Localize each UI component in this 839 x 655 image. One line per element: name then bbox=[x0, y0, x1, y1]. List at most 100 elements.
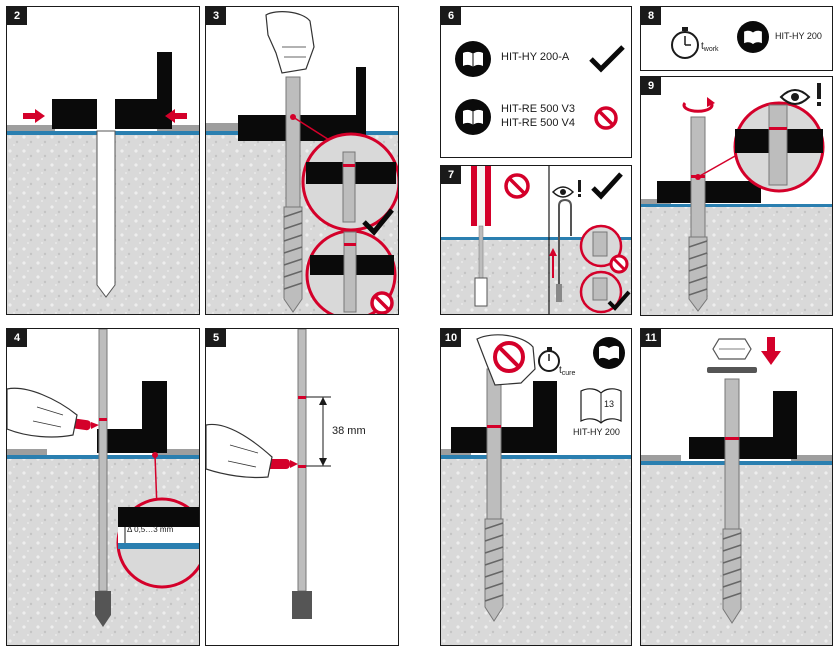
step-number: 4 bbox=[7, 329, 27, 347]
gap-detail-circle bbox=[116, 497, 199, 589]
step-number: 6 bbox=[441, 7, 461, 25]
detail-circle-no bbox=[579, 224, 623, 268]
plate-hole bbox=[97, 99, 115, 129]
hand-icon bbox=[206, 423, 273, 479]
check-icon bbox=[607, 290, 631, 311]
arrow-up bbox=[549, 248, 557, 278]
step-4-illustration bbox=[7, 329, 199, 645]
setting-tool-head bbox=[292, 591, 312, 619]
wedge-left bbox=[641, 455, 681, 461]
wedge-right bbox=[157, 449, 199, 455]
wedge-left bbox=[7, 125, 55, 131]
wedge-right bbox=[791, 455, 832, 461]
manual-icon bbox=[593, 337, 625, 369]
check-icon bbox=[589, 45, 625, 73]
concrete bbox=[441, 459, 631, 645]
prohibited-icon bbox=[594, 106, 618, 130]
hand-icon bbox=[7, 387, 78, 438]
step-5-panel: 5 38 mm bbox=[205, 328, 399, 646]
step-number: 3 bbox=[206, 7, 226, 25]
rotate-icon bbox=[682, 97, 715, 113]
step-number: 2 bbox=[7, 7, 27, 25]
manual-icon bbox=[455, 99, 491, 135]
depth-label: 38 mm bbox=[332, 425, 366, 437]
product-label: HIT-HY 200 bbox=[573, 427, 620, 437]
depth-mark bbox=[99, 418, 107, 421]
hand-icon bbox=[265, 11, 315, 74]
depth-mark bbox=[725, 437, 739, 440]
depth-mark-top bbox=[298, 396, 306, 399]
base-plate bbox=[689, 391, 797, 459]
step-11-panel: 11 bbox=[640, 328, 833, 646]
manual-icon bbox=[737, 21, 769, 53]
eye-warning-icon bbox=[779, 83, 821, 106]
stopwatch-icon bbox=[671, 27, 699, 59]
gap-label: Δ 0,5…3 mm bbox=[127, 525, 174, 534]
work-time-label: twork bbox=[701, 41, 719, 53]
step-9-panel: 9 bbox=[640, 76, 833, 316]
manual-icon bbox=[455, 41, 491, 77]
step-number: 5 bbox=[206, 329, 226, 347]
step-4-panel: 4 Δ 0,5…3 mm bbox=[6, 328, 200, 646]
arrow-right-icon bbox=[23, 109, 45, 123]
step-6-panel: 6 HIT-HY 200-A HIT-RE 500 V3 HIT-RE 500 … bbox=[440, 6, 632, 158]
screw-anchor bbox=[688, 116, 708, 312]
product-label: HIT-HY 200 bbox=[775, 31, 822, 41]
depth-mark-bottom bbox=[298, 465, 306, 468]
step-10-illustration bbox=[441, 334, 631, 645]
manual-page-number: 13 bbox=[604, 399, 615, 409]
prohibited-icon bbox=[493, 341, 525, 373]
washer bbox=[707, 367, 757, 373]
eye-warning-icon bbox=[551, 180, 581, 198]
step-2-illustration bbox=[7, 52, 199, 314]
product-no-label-2: HIT-RE 500 V4 bbox=[501, 117, 575, 129]
setting-tool-rod bbox=[98, 329, 108, 592]
cure-time-label: tcure bbox=[559, 365, 576, 377]
setting-tool-rod bbox=[297, 329, 307, 592]
arrow-left-icon bbox=[165, 109, 187, 123]
base-plate bbox=[97, 381, 167, 453]
prohibited-icon bbox=[370, 291, 394, 314]
step-number: 10 bbox=[441, 329, 461, 347]
base-plate bbox=[238, 67, 366, 141]
prohibited-icon bbox=[504, 173, 530, 199]
wedge-left bbox=[206, 123, 246, 131]
screw-anchor bbox=[484, 368, 504, 622]
step-number: 9 bbox=[641, 77, 661, 95]
step-7-panel: 7 bbox=[440, 165, 632, 315]
step-2-panel: 2 bbox=[6, 6, 200, 315]
check-icon bbox=[591, 172, 623, 200]
dimension-line bbox=[306, 396, 331, 467]
product-no-label-1: HIT-RE 500 V3 bbox=[501, 103, 575, 115]
setting-tool-tip bbox=[95, 591, 111, 627]
step-number: 8 bbox=[641, 7, 661, 25]
prohibited-icon bbox=[609, 254, 629, 274]
step-3-illustration bbox=[206, 11, 398, 314]
surface-line bbox=[441, 455, 631, 459]
detail-circle-no bbox=[305, 229, 397, 314]
step-10-panel: 10 tcure 13 HIT-HY 200 bbox=[440, 328, 632, 646]
screw-anchor bbox=[283, 76, 303, 313]
surface-line bbox=[441, 237, 631, 240]
cleaning-brush bbox=[556, 198, 572, 302]
step-3-panel: 3 bbox=[205, 6, 399, 315]
arrow-down-icon bbox=[761, 337, 781, 365]
book-icon bbox=[580, 388, 622, 424]
step-9-illustration bbox=[641, 83, 832, 315]
step-number: 7 bbox=[441, 166, 461, 184]
stopwatch-icon bbox=[538, 347, 560, 372]
surface-line bbox=[641, 204, 832, 207]
step-8-panel: 8 twork HIT-HY 200 bbox=[640, 6, 833, 71]
product-ok-label: HIT-HY 200-A bbox=[501, 51, 570, 63]
blow-pump bbox=[471, 166, 491, 307]
base-plate bbox=[451, 381, 557, 453]
wedge-left bbox=[7, 449, 47, 455]
step-number: 11 bbox=[641, 329, 661, 347]
detail-circle bbox=[733, 101, 825, 193]
drill-hole bbox=[96, 130, 116, 298]
nut bbox=[712, 338, 752, 360]
base-plate bbox=[52, 52, 172, 129]
depth-mark bbox=[487, 425, 501, 428]
base-plate bbox=[657, 181, 761, 203]
step-5-illustration bbox=[206, 329, 331, 619]
